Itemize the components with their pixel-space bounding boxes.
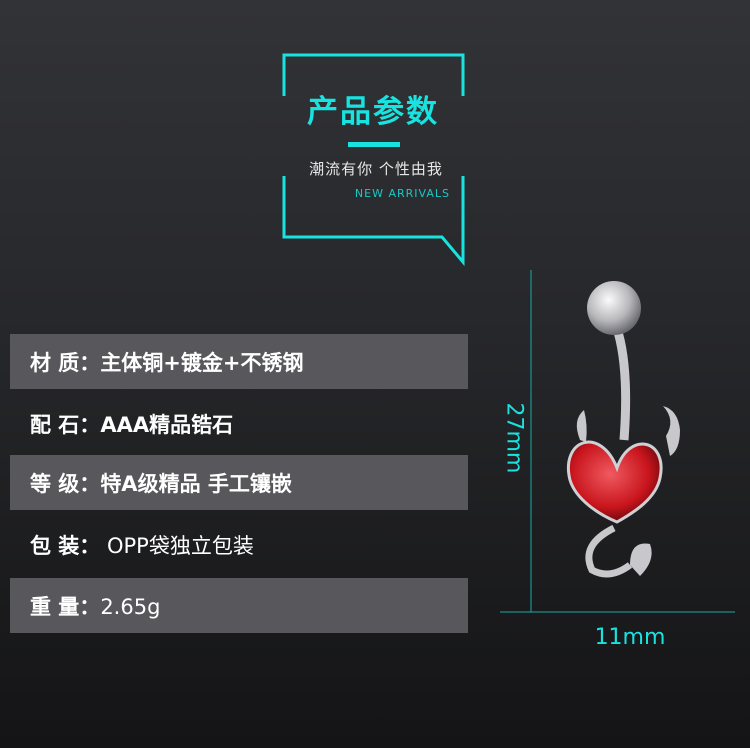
spec-value: 特A级精品 手工镶嵌 — [100, 471, 292, 496]
section-title: 产品参数 — [307, 94, 439, 130]
spec-label: 等 级： — [30, 471, 101, 496]
spec-row-packaging: 包 装： OPP袋独立包装 — [10, 517, 468, 572]
tail-tip — [630, 543, 652, 576]
height-dimension: 27mm — [501, 402, 527, 474]
width-dimension: 11mm — [594, 625, 666, 650]
spec-value: AAA精品锆石 — [100, 412, 234, 437]
spec-value: 主体铜+镀金+不锈钢 — [100, 350, 304, 375]
spec-row-material: 材 质：主体铜+镀金+不锈钢 — [10, 334, 468, 389]
spec-value: OPP袋独立包装 — [100, 533, 254, 558]
spec-label: 材 质： — [30, 350, 101, 375]
spec-label: 重 量： — [30, 594, 101, 619]
product-image — [500, 270, 735, 613]
spec-label: 配 石： — [30, 412, 101, 437]
spec-row-grade: 等 级：特A级精品 手工镶嵌 — [10, 455, 468, 510]
spec-label: 包 装： — [30, 533, 101, 558]
left-horn — [576, 410, 587, 442]
spec-row-weight: 重 量：2.65g — [10, 578, 468, 633]
top-ball — [587, 281, 641, 335]
new-arrivals-label: NEW ARRIVALS — [354, 187, 450, 200]
heart-gem — [567, 440, 663, 524]
title-underline — [348, 142, 400, 147]
bar-stem — [609, 318, 631, 441]
tail — [585, 524, 633, 578]
slogan: 潮流有你 个性由我 — [309, 160, 443, 178]
spec-value: 2.65g — [100, 594, 161, 619]
right-horn — [663, 406, 680, 456]
spec-row-stone: 配 石：AAA精品锆石 — [10, 396, 468, 451]
